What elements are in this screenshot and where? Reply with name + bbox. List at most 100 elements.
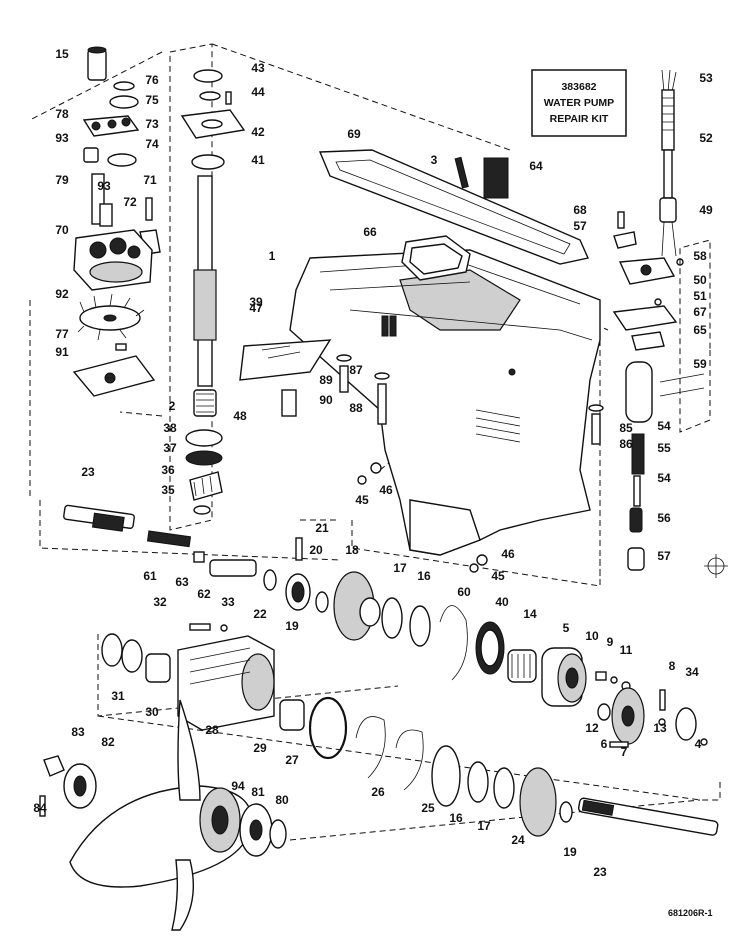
callout-42: 42 [251,125,265,139]
part-68-screw [617,211,625,229]
registration-mark [704,554,728,578]
part-85-washer [588,404,604,412]
part-76-o-ring [113,81,135,91]
part-12-o-ring [597,703,611,721]
part-57-sleeve [627,547,645,571]
callout-37: 37 [163,441,177,455]
part-69-gasket [318,149,589,265]
callout-22: 22 [253,607,267,621]
callout-61: 61 [143,569,157,583]
callout-17: 17 [477,819,491,833]
prop-shaft-group [63,504,708,748]
part-18-forward-gear [333,571,381,641]
part-92-impeller [77,293,145,341]
callout-71: 71 [143,173,157,187]
callout-48: 48 [233,409,247,423]
callout-38: 38 [163,421,177,435]
callout-4: 4 [695,737,702,751]
callout-78: 78 [55,107,69,121]
callout-75: 75 [145,93,159,107]
part-6-cover [611,687,645,745]
part-33-washer [220,624,228,632]
callout-93: 93 [97,179,111,193]
callout-23: 23 [81,465,95,479]
callout-63: 63 [175,575,189,589]
callout-92: 92 [55,287,69,301]
part-87-washer [374,372,390,380]
callout-64: 64 [529,159,543,173]
kit-name-line1: WATER PUMP [544,97,614,109]
callout-70: 70 [55,223,69,237]
callout-3: 3 [431,153,438,167]
callout-52: 52 [699,131,713,145]
callout-14: 14 [523,607,537,621]
callout-50: 50 [693,273,707,287]
callout-13: 13 [653,721,667,735]
callout-86: 86 [619,437,633,451]
part-43-seal [193,69,223,83]
callout-84: 84 [33,801,47,815]
kit-label-box: 383682 WATER PUMP REPAIR KIT [531,69,627,137]
kit-name-line2: REPAIR KIT [550,113,609,125]
part-5-bearing-carrier [541,647,587,707]
callout-32: 32 [153,595,167,609]
callout-76: 76 [145,73,159,87]
shift-rod [663,149,673,199]
callout-31: 31 [111,689,125,703]
callout-47: 47 [249,301,263,315]
part-27-o-ring [308,696,348,760]
part-19-washer-lower [559,801,573,823]
callout-58: 58 [693,249,707,263]
part-84-cotter-pin [39,795,46,817]
part-8-screw [659,689,666,711]
part-67-gasket [612,305,678,331]
callout-53: 53 [699,71,713,85]
callout-85: 85 [619,421,633,435]
callout-7: 7 [621,745,628,759]
callout-69: 69 [347,127,361,141]
callout-57: 57 [657,549,671,563]
callout-56: 56 [657,511,671,525]
callout-46: 46 [379,483,393,497]
callout-40: 40 [495,595,509,609]
part-25-thrust-washer [431,745,461,807]
callout-15: 15 [55,47,69,61]
lower-gear-group [39,633,719,931]
part-13-washer [658,718,666,726]
callout-81: 81 [251,785,265,799]
part-44-screw [225,91,232,105]
part-75-seal [109,95,139,109]
callout-18: 18 [345,543,359,557]
part-9-ball [610,676,618,684]
part-52-boot [661,89,675,151]
callout-93: 93 [55,131,69,145]
part-4-screw [700,738,708,746]
callout-41: 41 [251,153,265,167]
callout-83: 83 [71,725,85,739]
callout-16: 16 [449,811,463,825]
part-7-screw [609,741,629,748]
callout-27: 27 [285,753,299,767]
callout-5: 5 [563,621,570,635]
part-64-filter [483,157,509,199]
part-80-washer [269,819,287,849]
callout-44: 44 [251,85,265,99]
callout-23: 23 [593,865,607,879]
callout-26: 26 [371,785,385,799]
callout-73: 73 [145,117,159,131]
callout-65: 65 [693,323,707,337]
part-2-bearing [193,389,217,417]
callout-55: 55 [657,441,671,455]
callout-51: 51 [693,289,707,303]
part-31-washer [101,633,123,667]
part-93-grommet-lower [99,203,113,227]
kit-number: 383682 [561,81,596,93]
callout-39: 39 [249,295,263,309]
part-17-shim-lower [493,767,515,809]
part-57-clip [613,231,637,249]
callout-19: 19 [285,619,299,633]
part-26-retaining-ring [355,716,386,779]
